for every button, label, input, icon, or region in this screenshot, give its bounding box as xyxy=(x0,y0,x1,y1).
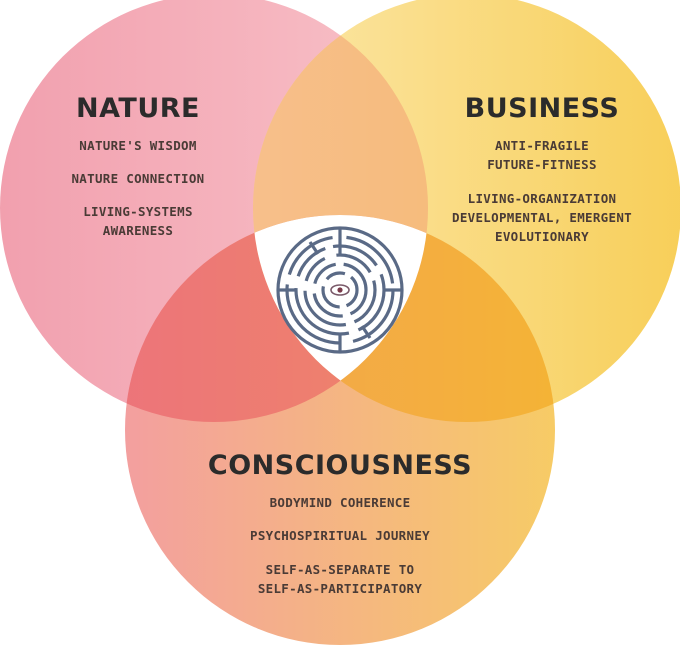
consciousness-item-1: BODYMIND COHERENCE xyxy=(270,495,411,510)
consciousness-title: CONSCIOUSNESS xyxy=(208,450,472,481)
nature-item-3: LIVING-SYSTEMS xyxy=(83,204,193,219)
consciousness-item-3: SELF-AS-SEPARATE TO xyxy=(266,562,415,577)
business-consciousness-overlap xyxy=(253,215,555,422)
consciousness-item-4: SELF-AS-PARTICIPATORY xyxy=(258,581,423,596)
business-item-1: ANTI-FRAGILE xyxy=(495,138,589,153)
business-item-5: EVOLUTIONARY xyxy=(495,229,589,244)
business-item-2: FUTURE-FITNESS xyxy=(487,157,597,172)
nature-item-4: AWARENESS xyxy=(103,223,173,238)
nature-item-1: NATURE'S WISDOM xyxy=(79,138,196,153)
nature-item-2: NATURE CONNECTION xyxy=(71,171,204,186)
business-item-3: LIVING-ORGANIZATION xyxy=(468,191,617,206)
business-title: BUSINESS xyxy=(465,93,620,124)
nature-consciousness-overlap xyxy=(125,215,428,422)
labyrinth-eye-icon xyxy=(276,226,404,354)
business-item-4: DEVELOPMENTAL, EMERGENT xyxy=(452,210,632,225)
consciousness-item-2: PSYCHOSPIRITUAL JOURNEY xyxy=(250,528,430,543)
nature-title: NATURE xyxy=(76,93,200,124)
